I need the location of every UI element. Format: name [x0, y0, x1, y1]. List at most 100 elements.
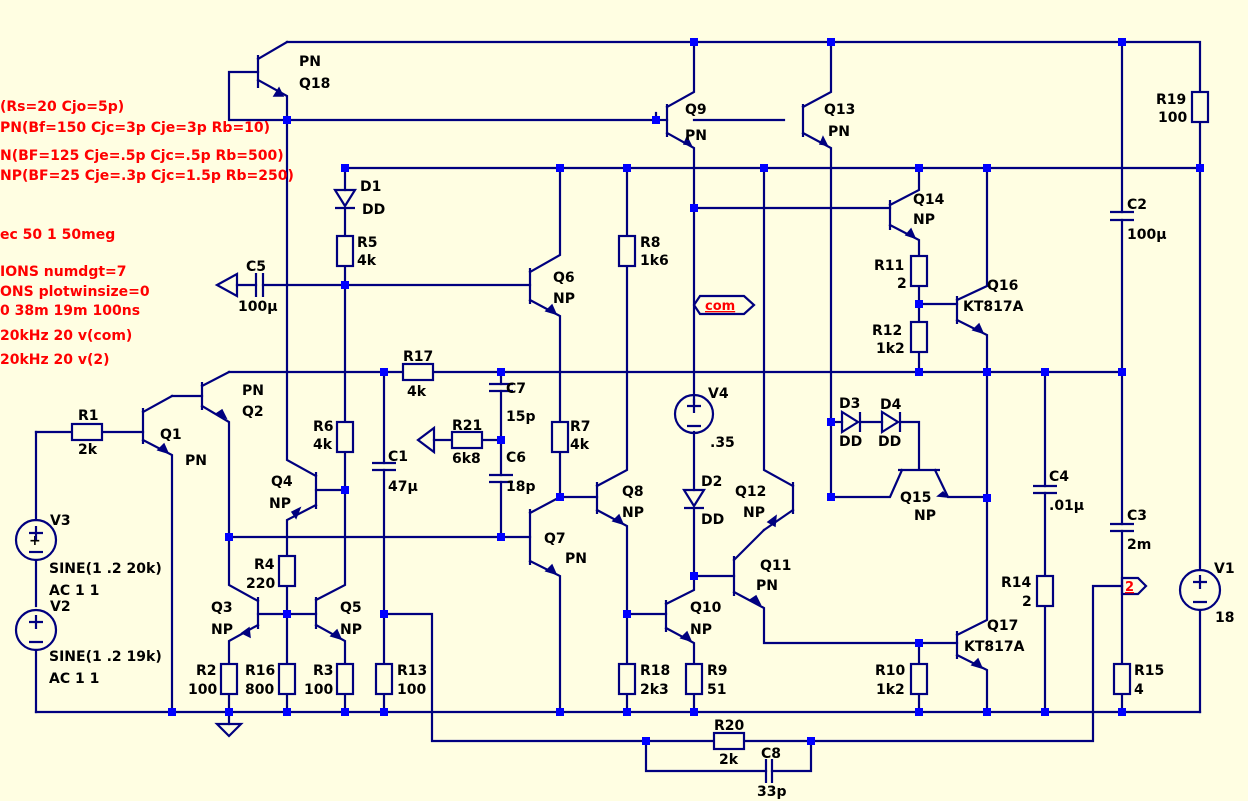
junction-dot: [1196, 164, 1204, 172]
junction-dot: [341, 708, 349, 716]
junction-dot: [283, 116, 291, 124]
directive-line-6: IONS numdgt=7: [0, 264, 127, 280]
c6-value: 18p: [506, 479, 536, 495]
c7-value: 15p: [506, 409, 536, 425]
r15-ref: R15: [1134, 663, 1164, 679]
junction-dot: [690, 204, 698, 212]
q11-model: PN: [756, 578, 778, 594]
v2-ref: V2: [50, 599, 71, 615]
q2-ref: Q2: [242, 404, 264, 420]
c3-ref: C3: [1127, 508, 1147, 524]
v2-ac: AC 1 1: [49, 671, 99, 687]
q4-ref: Q4: [271, 474, 293, 490]
r6-value: 4k: [313, 437, 333, 453]
component-labels: PN Q18 Q9 PN Q13 PN R19 100 D1 DD R5 4k …: [49, 54, 1235, 800]
d2-value: DD: [701, 512, 724, 528]
r9-value: 51: [707, 682, 726, 698]
junction-dot: [1041, 708, 1049, 716]
junction-dot: [341, 486, 349, 494]
r13-ref: R13: [397, 663, 427, 679]
junction-dot: [283, 708, 291, 716]
r4-ref: R4: [254, 557, 275, 573]
junction-dot: [983, 494, 991, 502]
junction-dot: [497, 368, 505, 376]
q17-model: KT817A: [964, 639, 1025, 655]
junction-dot: [283, 610, 291, 618]
r6-ref: R6: [313, 419, 334, 435]
junction-dot: [652, 116, 660, 124]
r18-value: 2k3: [640, 682, 669, 698]
directive-line-8: 0 38m 19m 100ns: [0, 303, 140, 319]
r2-value: 100: [188, 682, 217, 698]
r12-value: 1k2: [876, 341, 905, 357]
v4-ref: V4: [708, 386, 729, 402]
directive-line-2: PN(Bf=150 Cjc=3p Cje=3p Rb=10): [0, 120, 270, 136]
junction-dot: [623, 164, 631, 172]
junction-dot: [556, 708, 564, 716]
c6-ref: C6: [506, 450, 526, 466]
junction-dot: [497, 436, 505, 444]
c5-ref: C5: [246, 259, 266, 275]
r5-ref: R5: [357, 235, 378, 251]
r21-value: 6k8: [452, 451, 481, 467]
directive-line-5: ec 50 1 50meg: [0, 227, 115, 243]
junction-dot: [760, 164, 768, 172]
q10-model: NP: [690, 622, 712, 638]
q18-ref: Q18: [299, 76, 330, 92]
q17-ref: Q17: [987, 618, 1018, 634]
r16-value: 800: [245, 682, 274, 698]
r17-ref: R17: [403, 349, 433, 365]
q9-model: PN: [685, 128, 707, 144]
junction-dot: [915, 164, 923, 172]
q2-model: PN: [242, 383, 264, 399]
junction-dot: [497, 533, 505, 541]
c8-value: 33p: [757, 784, 787, 800]
junction-dot: [1118, 38, 1126, 46]
c1-ref: C1: [388, 449, 408, 465]
junction-dot: [168, 708, 176, 716]
r17-value: 4k: [407, 384, 427, 400]
q3-ref: Q3: [211, 600, 233, 616]
c3-value: 2m: [1127, 537, 1151, 553]
directive-line-9: 20kHz 20 v(com): [0, 328, 132, 344]
spice-directives: (Rs=20 Cjo=5p) PN(Bf=150 Cjc=3p Cje=3p R…: [0, 99, 294, 368]
q14-model: NP: [913, 212, 935, 228]
r20-value: 2k: [719, 752, 739, 768]
junction-dot: [827, 418, 835, 426]
junction-dot: [983, 164, 991, 172]
junction-dot: [915, 300, 923, 308]
r3-ref: R3: [313, 663, 334, 679]
q1-model: PN: [185, 453, 207, 469]
r3-value: 100: [304, 682, 333, 698]
r11-ref: R11: [874, 258, 904, 274]
junction-dots: [168, 38, 1204, 745]
r14-value: 2: [1022, 594, 1032, 610]
q9-ref: Q9: [685, 102, 707, 118]
junction-dot: [341, 281, 349, 289]
d3-value: DD: [839, 434, 862, 450]
junction-dot: [983, 708, 991, 716]
netlabel-out: 2: [1125, 580, 1134, 595]
v1-value: 18: [1215, 610, 1234, 626]
q16-ref: Q16: [987, 278, 1018, 294]
r21-ref: R21: [452, 418, 482, 434]
junction-dot: [807, 737, 815, 745]
junction-dot: [225, 708, 233, 716]
directive-line-7: ONS plotwinsize=0: [0, 284, 150, 300]
directive-line-3: N(BF=125 Cje=.5p Cjc=.5p Rb=500): [0, 148, 284, 164]
q1-ref: Q1: [160, 427, 182, 443]
junction-dot: [915, 639, 923, 647]
r4-value: 220: [246, 576, 275, 592]
q5-model: NP: [340, 622, 362, 638]
junction-dot: [380, 708, 388, 716]
r16-ref: R16: [245, 663, 275, 679]
q10-ref: Q10: [690, 600, 722, 616]
junction-dot: [690, 38, 698, 46]
q6-model: NP: [553, 291, 575, 307]
c8-ref: C8: [761, 746, 781, 762]
r5-value: 4k: [357, 253, 377, 269]
r19-value: 100: [1158, 110, 1187, 126]
junction-dot: [556, 164, 564, 172]
d4-ref: D4: [880, 397, 902, 413]
